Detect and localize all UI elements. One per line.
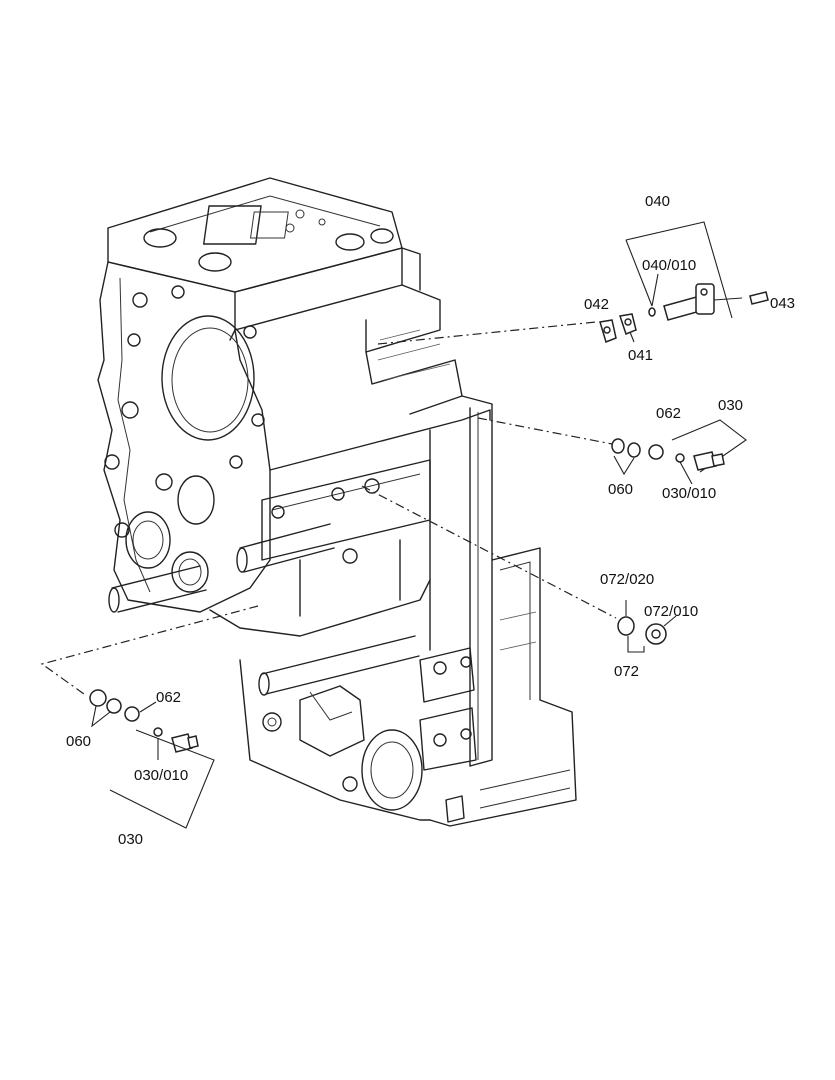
label-072: 072 [614,663,639,680]
part-030-plug-right [611,419,747,485]
part-062-ring-right [648,444,664,460]
part-040-010-oring [648,307,656,317]
label-072-010: 072/010 [644,603,698,620]
label-062-right: 062 [656,405,681,422]
part-072-020-seal [617,616,635,636]
part-060-seal-left [89,689,107,707]
part-062-ring-left [124,706,140,722]
callout-labels: 040 040/010 042 041 043 062 030 060 030/… [66,193,795,848]
label-060-left: 060 [66,733,91,750]
part-042-clip [599,319,617,344]
part-043-screw [749,291,769,305]
part-041-clip [619,313,637,335]
part-030-plug-left [89,689,215,829]
label-040-010: 040/010 [642,257,696,274]
label-030-010-right: 030/010 [662,485,716,502]
label-041: 041 [628,347,653,364]
part-040-sensor-assembly [599,221,769,344]
part-040-sensor-body [663,283,743,321]
label-040: 040 [645,193,670,210]
part-060-seal-right [611,438,625,454]
label-062-left: 062 [156,689,181,706]
part-072-plug [617,600,677,653]
label-043: 043 [770,295,795,312]
label-030-010-left: 030/010 [134,767,188,784]
assembly-leader-lines [40,321,617,695]
label-072-020: 072/020 [600,571,654,588]
transmission-housing [97,177,577,827]
label-030-left: 030 [118,831,143,848]
label-042: 042 [584,296,609,313]
label-030-right: 030 [718,397,743,414]
part-072-010-plug [645,623,667,645]
label-060-right: 060 [608,481,633,498]
